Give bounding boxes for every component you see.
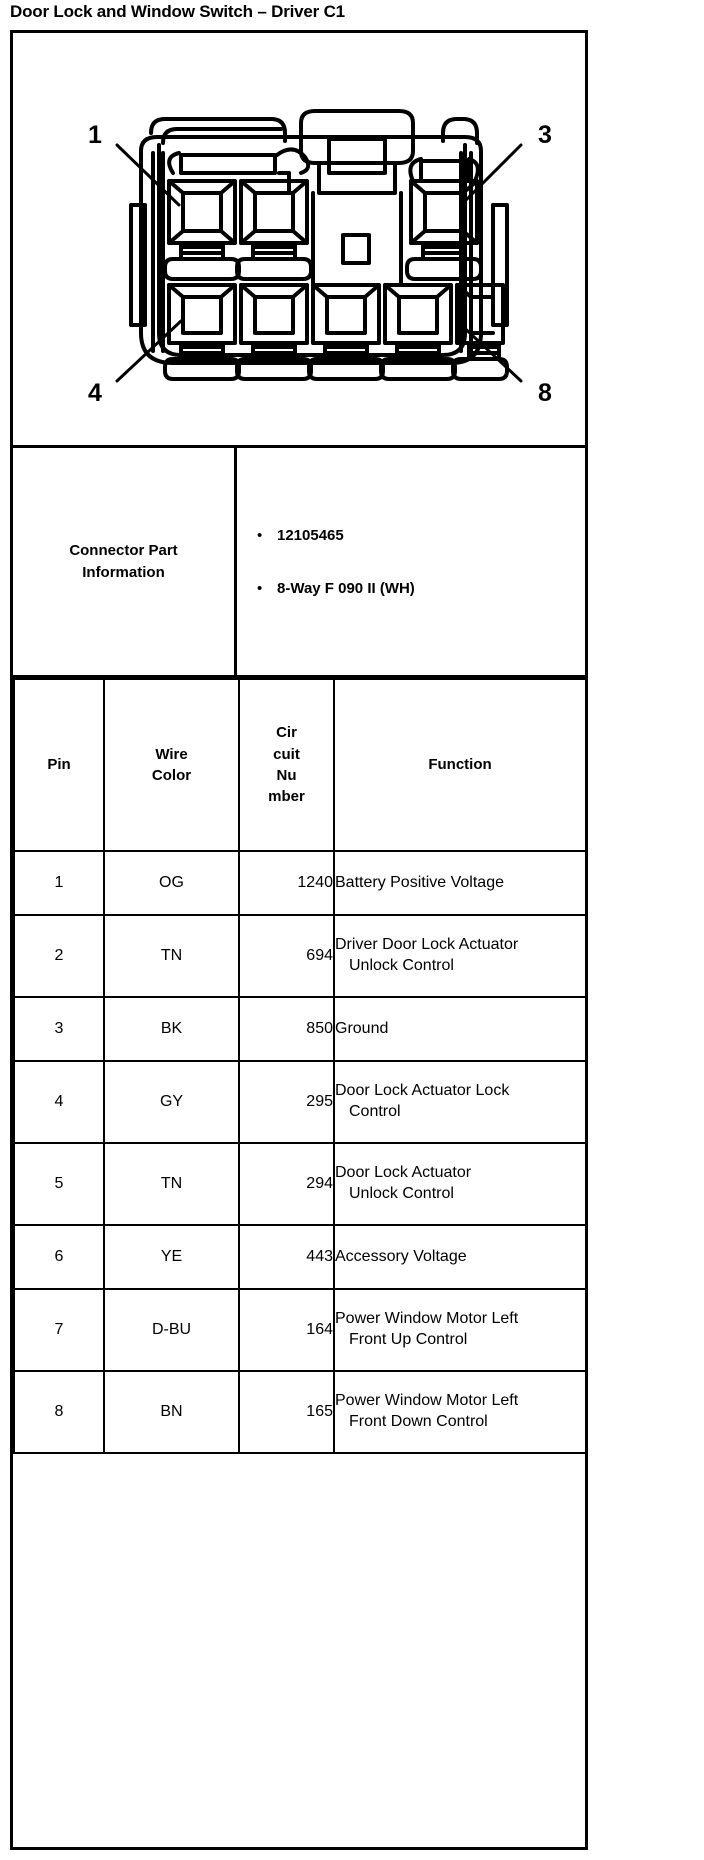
cell-pin: 7 bbox=[13, 1288, 105, 1372]
column-header-circuit-number-line1: Cir bbox=[276, 724, 297, 742]
cell-wire-color: D-BU bbox=[103, 1288, 240, 1372]
cell-function-line1: Battery Positive Voltage bbox=[335, 873, 504, 891]
part-info-item: • 12105465 bbox=[257, 527, 585, 544]
column-header-circuit-number-line4: mber bbox=[268, 788, 305, 806]
cell-function-line1: Door Lock Actuator Lock bbox=[335, 1082, 510, 1100]
cell-function-line1: Driver Door Lock Actuator bbox=[335, 936, 519, 954]
cell-function-line1: Accessory Voltage bbox=[335, 1247, 467, 1265]
cell-function-line2: Front Down Control bbox=[349, 1413, 488, 1430]
cell-wire-color: YE bbox=[103, 1224, 240, 1290]
pin-table-wrapper: Pin Wire Color Cir cuit Nu mber bbox=[13, 678, 587, 1454]
cell-circuit-number: 294 bbox=[238, 1142, 335, 1226]
column-header-wire-color-line2: Color bbox=[151, 767, 192, 784]
cell-function-line2: Control bbox=[349, 1103, 401, 1120]
cell-wire-color: BN bbox=[103, 1370, 240, 1454]
cell-pin: 2 bbox=[13, 914, 105, 998]
connector-face-svg: 1 3 4 8 bbox=[88, 109, 552, 407]
table-header-row: Pin Wire Color Cir cuit Nu mber bbox=[13, 678, 587, 852]
cell-function-line2: Front Up Control bbox=[349, 1331, 468, 1348]
cell-circuit-number: 850 bbox=[238, 996, 335, 1062]
column-header-wire-color-line1: Wire bbox=[155, 745, 188, 763]
cell-function-line2: Unlock Control bbox=[349, 957, 454, 974]
cell-pin: 3 bbox=[13, 996, 105, 1062]
cell-wire-color: OG bbox=[103, 850, 240, 916]
cell-pin: 8 bbox=[13, 1370, 105, 1454]
callout-3: 3 bbox=[538, 121, 552, 149]
cell-circuit-number: 694 bbox=[238, 914, 335, 998]
bullet-icon: • bbox=[257, 579, 263, 597]
callout-1: 1 bbox=[88, 121, 102, 149]
column-header-function: Function bbox=[333, 678, 587, 852]
column-header-wire-color: Wire Color bbox=[103, 678, 240, 852]
cell-pin: 6 bbox=[13, 1224, 105, 1290]
cell-function-line2: Unlock Control bbox=[349, 1185, 454, 1202]
connector-part-information-label: Connector Part Information bbox=[13, 448, 237, 675]
cell-wire-color: GY bbox=[103, 1060, 240, 1144]
column-header-circuit-number: Cir cuit Nu mber bbox=[238, 678, 335, 852]
connector-diagram: 1 3 4 8 bbox=[13, 33, 585, 448]
cell-function-line1: Power Window Motor Left bbox=[335, 1392, 519, 1410]
cell-circuit-number: 165 bbox=[238, 1370, 335, 1454]
cell-function: Ground bbox=[333, 996, 587, 1062]
part-info-item: • 8-Way F 090 II (WH) bbox=[257, 580, 585, 597]
connector-part-information-values: • 12105465 • 8-Way F 090 II (WH) bbox=[237, 448, 585, 675]
part-info-label-line2: Information bbox=[82, 563, 165, 581]
column-header-circuit-number-line2: cuit bbox=[273, 745, 300, 763]
column-header-circuit-number-line3: Nu bbox=[276, 767, 297, 784]
cell-wire-color: BK bbox=[103, 996, 240, 1062]
cell-pin: 5 bbox=[13, 1142, 105, 1226]
bullet-icon: • bbox=[257, 526, 263, 544]
column-header-function-label: Function bbox=[428, 756, 492, 774]
page-title: Door Lock and Window Switch – Driver C1 bbox=[10, 2, 345, 21]
document-frame: 1 3 4 8 Connector Part Information • 121… bbox=[10, 30, 588, 1850]
cell-function-line1: Power Window Motor Left bbox=[335, 1310, 519, 1328]
column-header-pin-label: Pin bbox=[47, 756, 71, 774]
cell-function: Battery Positive Voltage bbox=[333, 850, 587, 916]
connector-type-value: 8-Way F 090 II (WH) bbox=[277, 579, 415, 597]
cell-circuit-number: 1240 bbox=[238, 850, 335, 916]
callout-8: 8 bbox=[538, 379, 552, 407]
connector-part-information: Connector Part Information • 12105465 • … bbox=[13, 448, 585, 678]
cell-circuit-number: 164 bbox=[238, 1288, 335, 1372]
cell-function: Accessory Voltage bbox=[333, 1224, 587, 1290]
cell-wire-color: TN bbox=[103, 914, 240, 998]
cell-circuit-number: 295 bbox=[238, 1060, 335, 1144]
cell-wire-color: TN bbox=[103, 1142, 240, 1226]
cell-pin: 4 bbox=[13, 1060, 105, 1144]
callout-4: 4 bbox=[88, 379, 102, 407]
pin-table: Pin Wire Color Cir cuit Nu mber bbox=[13, 678, 587, 1454]
cell-pin: 1 bbox=[13, 850, 105, 916]
column-header-pin: Pin bbox=[13, 678, 105, 852]
cell-circuit-number: 443 bbox=[238, 1224, 335, 1290]
part-info-label-line1: Connector Part bbox=[69, 541, 178, 559]
cell-function-line1: Door Lock Actuator bbox=[335, 1164, 472, 1182]
part-number-value: 12105465 bbox=[277, 526, 344, 544]
cell-function-line1: Ground bbox=[335, 1019, 389, 1037]
